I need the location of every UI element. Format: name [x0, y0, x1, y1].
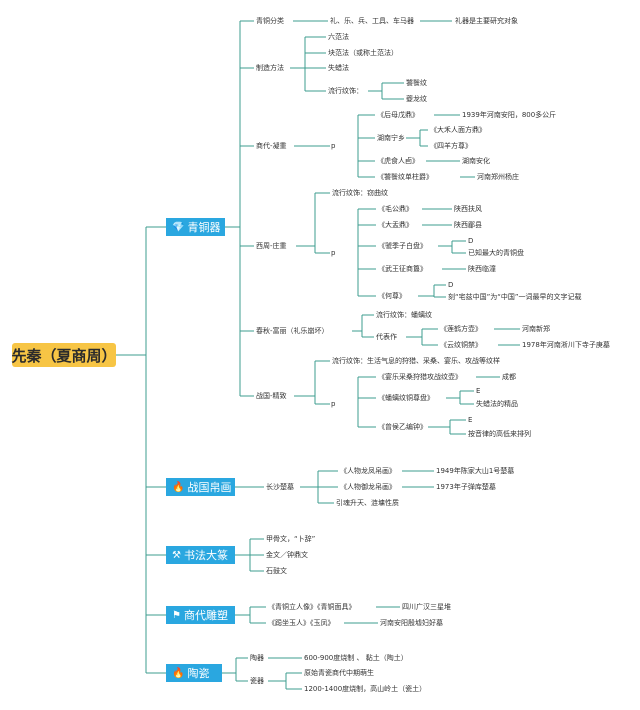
node-method-pattern[interactable]: 流行纹饰：	[328, 87, 363, 95]
node-hushi-note[interactable]: 湖南安化	[462, 157, 490, 165]
node-guoji[interactable]: 《虢季子白盘》	[378, 242, 427, 250]
node-sculpture-b[interactable]: 《跽坐玉人》《玉凤》	[268, 619, 335, 627]
branch-label: 书法大篆	[183, 549, 228, 562]
node-siyang[interactable]: 《四羊方尊》	[430, 142, 472, 150]
node-pattern-2[interactable]: 夔龙纹	[406, 95, 427, 103]
branch-label: 战国帛画	[187, 481, 232, 494]
root-node[interactable]: 先秦（夏商周）	[12, 343, 117, 367]
node-shang[interactable]: 商代-凝重	[256, 142, 287, 150]
node-zenghou[interactable]: 《曾侯乙编钟》	[378, 423, 427, 431]
node-wuwang[interactable]: 《武王征商簋》	[378, 265, 427, 273]
node-simuwu-note[interactable]: 1939年河南安阳，800多公斤	[462, 111, 557, 119]
node-sculpture-b-note[interactable]: 河南安阳殷墟妇好墓	[380, 619, 443, 627]
node-sculpture-a[interactable]: 《青铜立人像》《青铜面具》	[268, 603, 356, 611]
node-pottery-note[interactable]: 600-900度烧制 、 黏土（陶土）	[304, 654, 408, 662]
node-hezun[interactable]: 《何尊》	[378, 292, 406, 300]
node-silk-c[interactable]: 引魂升天、涟墉性质	[336, 499, 399, 507]
node-changsha-tomb[interactable]: 长沙楚墓	[266, 483, 294, 491]
node-pattern-1[interactable]: 饕餮纹	[406, 79, 427, 87]
node-yunwen[interactable]: 《云纹铜禁》	[440, 341, 482, 349]
node-maogong[interactable]: 《毛公鼎》	[378, 205, 413, 213]
flag-icon: ⚑	[172, 609, 181, 621]
node-shang-p[interactable]: p	[331, 142, 336, 150]
node-hezun-note[interactable]: 刻“宅兹中国”为“中国”一词最早的文字记载	[448, 293, 582, 301]
node-spring-pattern[interactable]: 流行纹饰：蟠螭纹	[376, 311, 432, 319]
node-zenghou-e[interactable]: E	[468, 416, 473, 424]
node-casting-methods[interactable]: 制造方法	[256, 64, 284, 72]
node-dayu-note[interactable]: 陕西郿县	[454, 221, 482, 229]
branch-silk-painting[interactable]: 🔥战国帛画	[166, 478, 235, 496]
node-simuwu[interactable]: 《后母戊鼎》	[377, 111, 419, 119]
branch-calligraphy[interactable]: ⚒书法大篆	[166, 546, 235, 564]
node-zenghou-note[interactable]: 按音律的高低来排列	[468, 430, 531, 438]
node-panchi[interactable]: 《蟠螭纹铜尊盘》	[378, 394, 434, 402]
node-daheren[interactable]: 《大禾人面方鼎》	[430, 126, 486, 134]
node-lianhe-note[interactable]: 河南新郑	[522, 325, 550, 333]
node-method-c[interactable]: 失蜡法	[328, 64, 349, 72]
node-porcelain[interactable]: 瓷器	[250, 677, 264, 685]
node-hushi[interactable]: 《虎食人卣》	[377, 157, 419, 165]
node-dayu[interactable]: 《大盂鼎》	[378, 221, 413, 229]
node-warring-pattern[interactable]: 流行纹饰：生活气息的狩猎、采桑、宴乐、攻战等纹样	[332, 357, 500, 365]
node-guoji-d[interactable]: D	[468, 237, 474, 245]
node-silk-a-note[interactable]: 1949年陈家大山1号楚墓	[436, 467, 515, 475]
node-taotie-note[interactable]: 河南郑州杨庄	[477, 173, 519, 181]
node-sculpture-a-note[interactable]: 四川广汉三星堆	[402, 603, 451, 611]
node-yunwen-note[interactable]: 1978年河南淅川下寺子庚墓	[522, 341, 610, 349]
node-silk-b-note[interactable]: 1973年子弹库楚墓	[436, 483, 496, 491]
node-west-pattern[interactable]: 流行纹饰：窃曲纹	[332, 189, 388, 197]
node-bronze-types[interactable]: 礼、乐、兵、工具、车马器	[330, 17, 414, 25]
node-pottery[interactable]: 陶器	[250, 654, 264, 662]
node-lianhe[interactable]: 《莲鹤方壶》	[440, 325, 482, 333]
node-bronze-script[interactable]: 金文／钟鼎文	[266, 551, 308, 559]
node-yanle[interactable]: 《宴乐采桑狩猎攻战纹壶》	[378, 373, 462, 381]
node-ningxiang[interactable]: 湖南宁乡	[377, 134, 405, 142]
node-spring-rep[interactable]: 代表作	[376, 333, 397, 341]
node-porcelain-b[interactable]: 1200-1400度烧制，高山岭土（瓷土）	[304, 685, 427, 693]
node-silk-a[interactable]: 《人物龙凤帛画》	[340, 467, 396, 475]
branch-ceramics[interactable]: 🔥陶瓷	[166, 664, 222, 682]
node-panchi-note[interactable]: 失蜡法的精品	[476, 400, 518, 408]
branch-sculpture[interactable]: ⚑商代雕塑	[166, 606, 235, 624]
branch-label: 陶瓷	[187, 667, 210, 680]
node-hezun-d[interactable]: D	[448, 281, 454, 289]
node-warring-p[interactable]: p	[331, 400, 336, 408]
node-spring-autumn[interactable]: 春秋-富丽（礼乐崩坏）	[256, 327, 329, 335]
node-yanle-note[interactable]: 成都	[502, 373, 516, 381]
node-panchi-e[interactable]: E	[476, 387, 481, 395]
node-silk-b[interactable]: 《人物御龙帛画》	[340, 483, 396, 491]
node-maogong-note[interactable]: 陕西扶风	[454, 205, 482, 213]
flame-icon: 🔥	[172, 481, 185, 493]
hammer-icon: ⚒	[172, 549, 181, 561]
branch-bronze[interactable]: 💎青铜器	[166, 218, 225, 236]
node-oracle-bone[interactable]: 甲骨文，“卜辞”	[266, 535, 316, 543]
node-warring-states[interactable]: 战国-精致	[256, 392, 287, 400]
diamond-icon: 💎	[172, 221, 185, 233]
branch-label: 青铜器	[187, 221, 221, 234]
node-stone-drum[interactable]: 石鼓文	[266, 567, 287, 575]
node-west-p[interactable]: p	[331, 249, 336, 257]
flame-icon: 🔥	[172, 667, 185, 679]
node-method-b[interactable]: 块范法（或称土范法）	[328, 49, 398, 57]
node-bronze-classification[interactable]: 青铜分类	[256, 17, 284, 25]
node-western-zhou[interactable]: 西周-庄重	[256, 242, 287, 250]
node-guoji-note[interactable]: 已知最大的青铜盘	[468, 249, 524, 257]
node-wuwang-note[interactable]: 陕西临潼	[468, 265, 496, 273]
node-taotie-jue[interactable]: 《饕餮纹单柱爵》	[377, 173, 433, 181]
node-bronze-types-note[interactable]: 礼器是主要研究对象	[455, 17, 518, 25]
node-method-a[interactable]: 六范法	[328, 33, 349, 41]
branch-label: 商代雕塑	[183, 609, 228, 622]
node-porcelain-a[interactable]: 原始青瓷商代中期萌生	[304, 669, 374, 677]
